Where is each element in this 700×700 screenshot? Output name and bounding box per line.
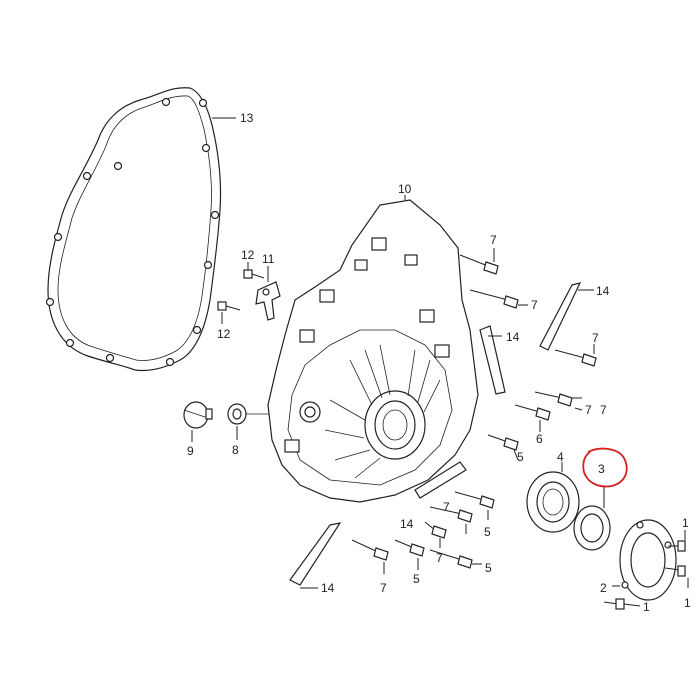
label-bolt5-d: 5 bbox=[485, 561, 492, 575]
label-screw1-b: 1 bbox=[684, 596, 691, 610]
screw-1b bbox=[664, 565, 689, 588]
label-screw1-a: 1 bbox=[682, 516, 689, 530]
bolt-5b bbox=[454, 491, 495, 520]
label-bolt7-g: 7 bbox=[380, 581, 387, 595]
label-bolt5-a: 5 bbox=[517, 450, 524, 464]
label-bolt7-b: 7 bbox=[531, 298, 538, 312]
small-bolt-top bbox=[243, 262, 265, 279]
plug-part bbox=[183, 401, 213, 442]
label-bolt7-a: 7 bbox=[490, 233, 497, 247]
clamp-14a bbox=[539, 282, 594, 351]
bolt-5d bbox=[429, 549, 482, 569]
bolt-7g bbox=[351, 539, 389, 574]
screw-1a bbox=[668, 530, 686, 552]
label-bolt7-f: 7 bbox=[436, 551, 443, 565]
small-bolt-bottom bbox=[217, 301, 241, 324]
bracket-part bbox=[255, 266, 281, 321]
seal-part bbox=[573, 486, 611, 551]
clamp-14d bbox=[289, 522, 342, 589]
bearing-part bbox=[526, 462, 580, 533]
label-bracket: 11 bbox=[262, 252, 275, 266]
label-screw1-c: 1 bbox=[643, 600, 650, 614]
label-clamp14-c: 14 bbox=[400, 517, 414, 531]
bolt-7e bbox=[429, 506, 473, 534]
label-plate: 2 bbox=[600, 581, 607, 595]
label-bearing: 4 bbox=[557, 450, 564, 464]
label-bolt7-c: 7 bbox=[592, 331, 599, 345]
label-bolt-small-bottom: 12 bbox=[217, 327, 231, 341]
bolt-7d bbox=[534, 391, 582, 407]
label-bolt5-c: 5 bbox=[413, 572, 420, 586]
label-bolt6: 6 bbox=[536, 432, 543, 446]
label-bolt7-d: 7 bbox=[585, 403, 592, 417]
bolt-6 bbox=[514, 404, 551, 432]
seal-highlight-circle bbox=[582, 447, 628, 488]
screw-1c bbox=[603, 598, 641, 610]
clamp-14c bbox=[414, 461, 467, 499]
cover-part bbox=[267, 195, 479, 503]
label-clamp14-b: 14 bbox=[506, 330, 520, 344]
label-bolt5-b: 5 bbox=[484, 525, 491, 539]
bolt-7a bbox=[459, 248, 499, 275]
bolt-7f bbox=[424, 521, 447, 548]
label-bolt7-h: 7 bbox=[600, 403, 607, 417]
label-bolt7-e: 7 bbox=[443, 500, 450, 514]
label-clamp14-a: 14 bbox=[596, 284, 610, 298]
label-washer: 8 bbox=[232, 443, 239, 457]
label-plug: 9 bbox=[187, 444, 194, 458]
bolt-5c bbox=[394, 539, 425, 570]
bolt-5a bbox=[487, 434, 519, 461]
label-seal: 3 bbox=[598, 462, 605, 476]
label-gasket: 13 bbox=[240, 111, 254, 125]
bolt-7b bbox=[469, 289, 528, 309]
label-bolt-small-top: 12 bbox=[241, 248, 255, 262]
bolt-7c bbox=[554, 344, 597, 367]
clamp-14b bbox=[479, 325, 506, 395]
gasket-part bbox=[45, 87, 236, 372]
label-cover: 10 bbox=[398, 182, 412, 196]
plate-part bbox=[612, 519, 677, 601]
label-clamp14-d: 14 bbox=[321, 581, 335, 595]
